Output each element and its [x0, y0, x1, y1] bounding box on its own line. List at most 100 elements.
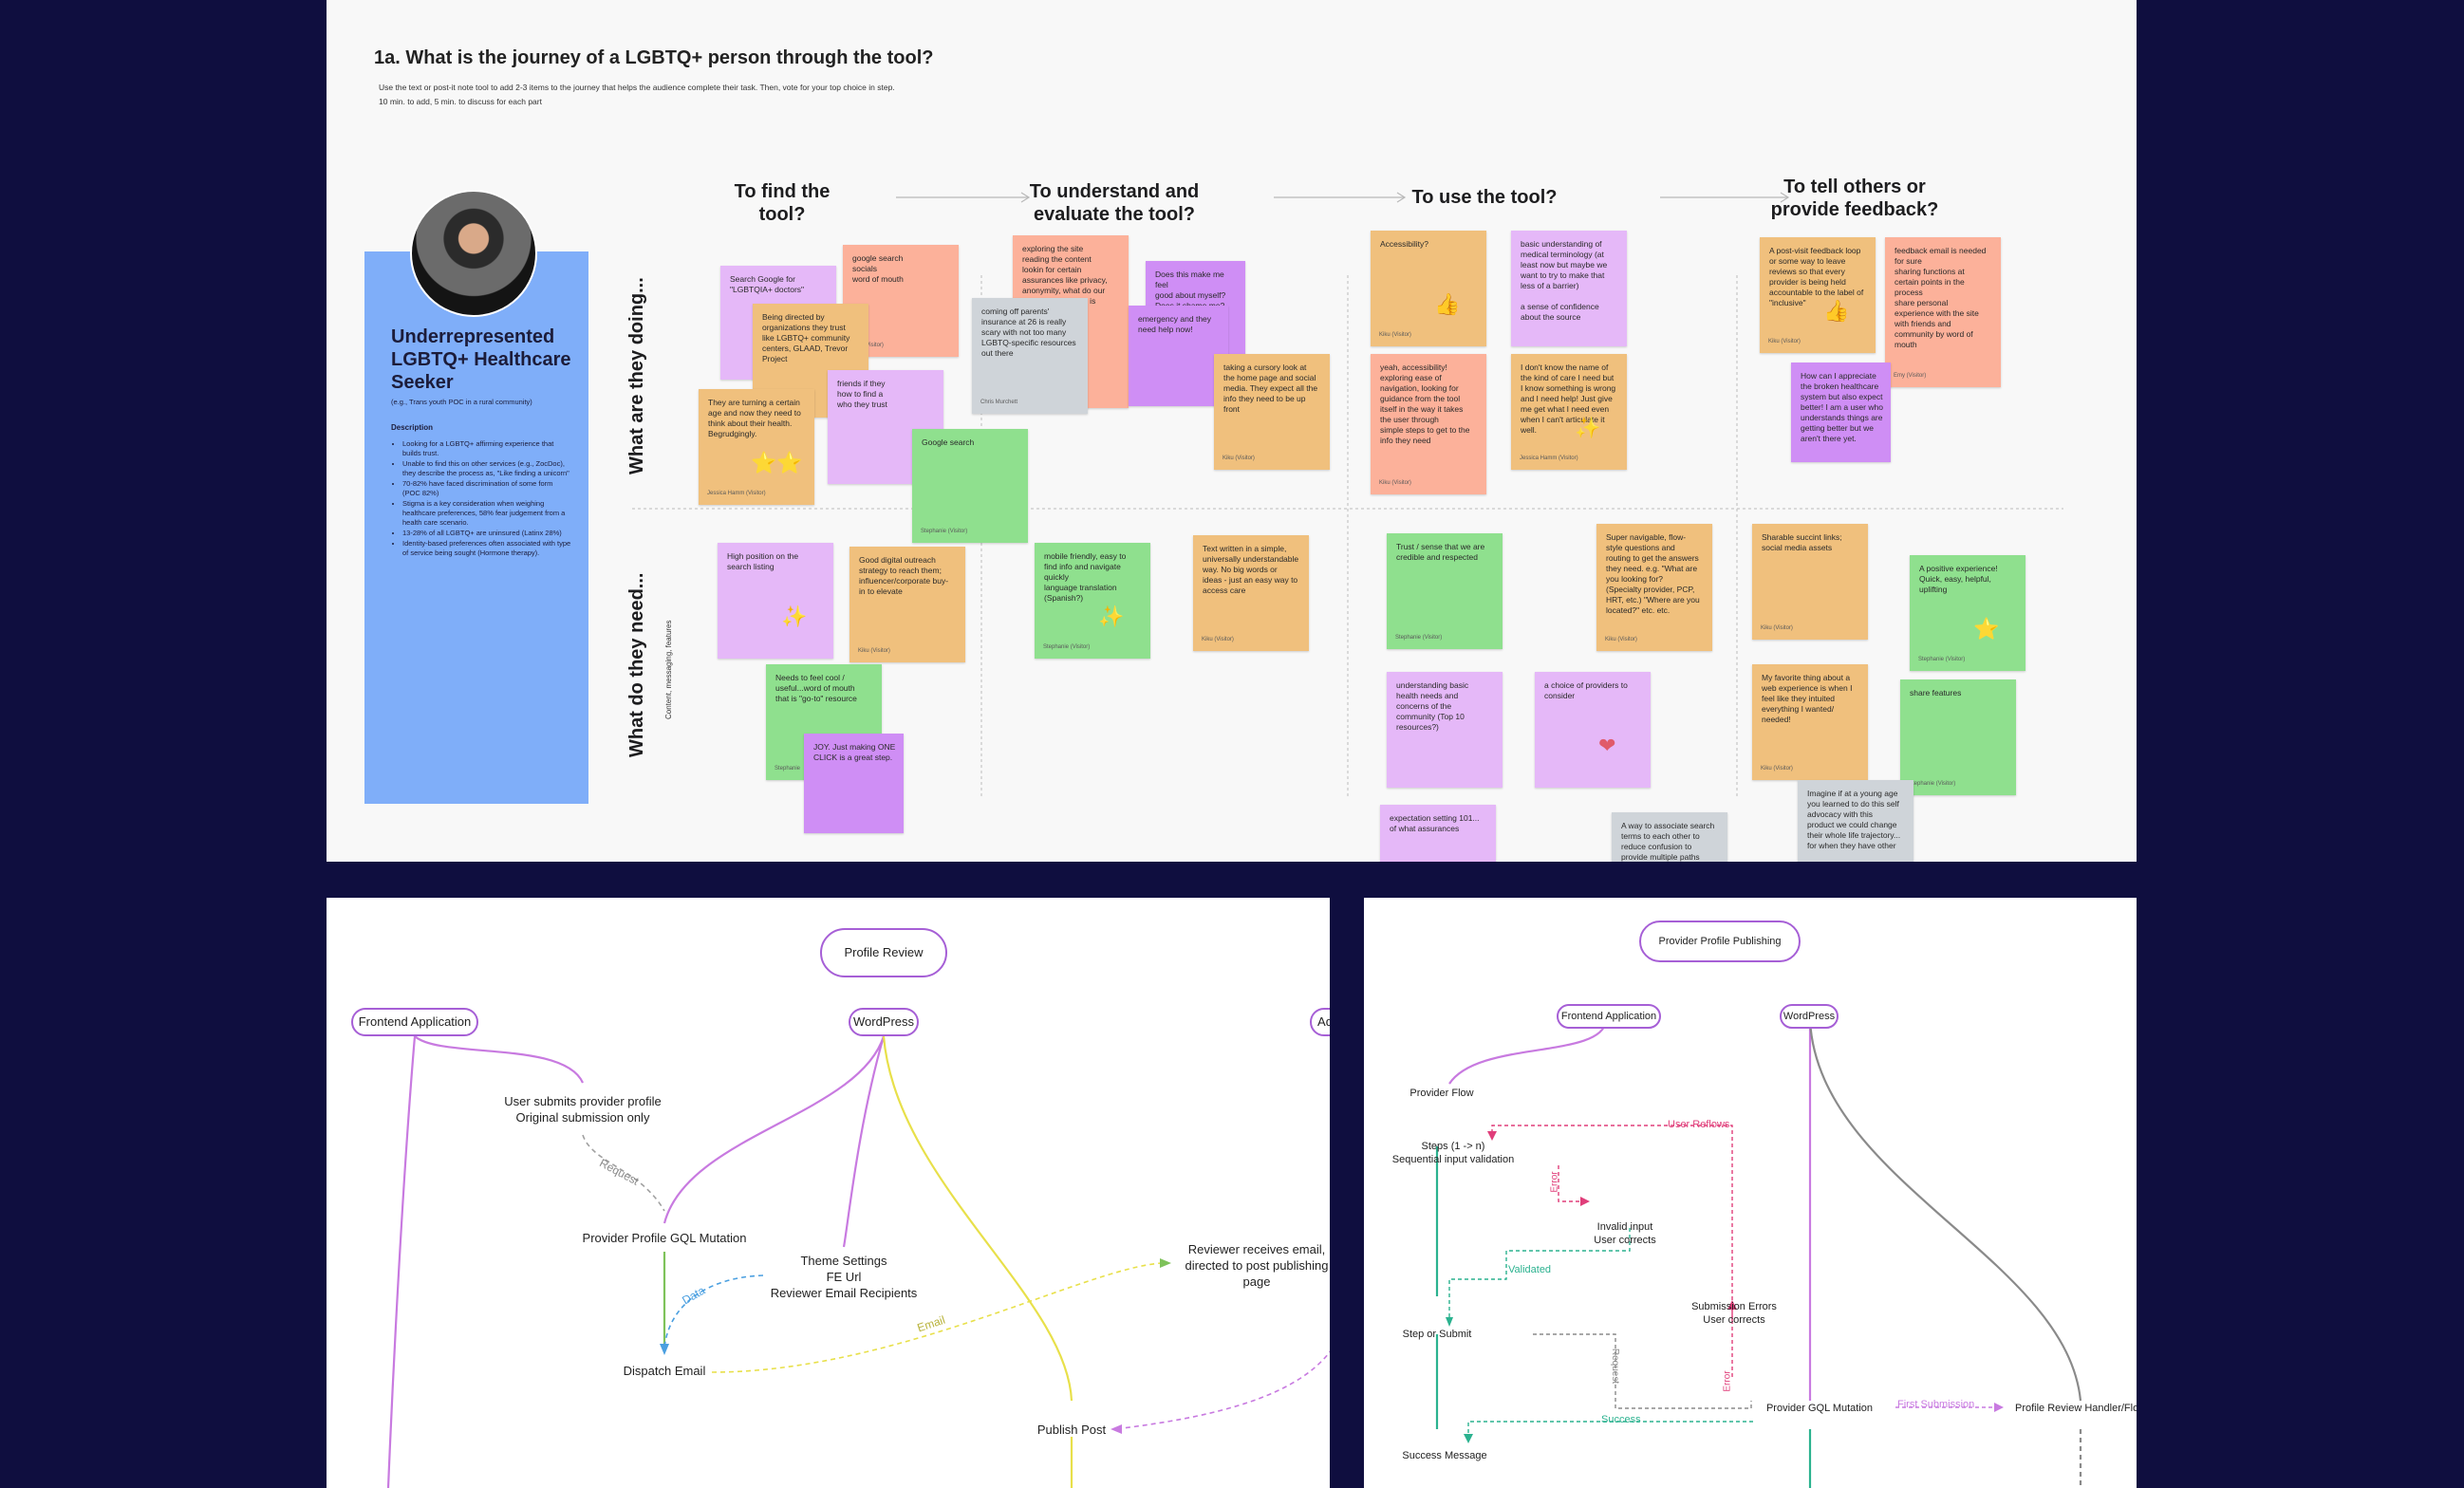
sticky-note-text: Imagine if at a young age you learned to…: [1807, 789, 1901, 850]
sticky-note-text: Sharable succint links; social media ass…: [1762, 532, 1842, 552]
node-submission-errors: Submission Errors User corrects: [1691, 1301, 1777, 1326]
edge-label-error-2: Error: [1722, 1370, 1733, 1392]
persona-bullet: Unable to find this on other services (e…: [402, 459, 571, 478]
sticky-note[interactable]: They are turning a certain age and now t…: [699, 389, 814, 505]
heart-sticker-icon: ❤: [1598, 734, 1616, 757]
sticky-note-author: Stephanie (Visitor): [1918, 657, 1966, 662]
sticky-note-text: JOY. Just making ONE CLICK is a great st…: [813, 742, 896, 762]
sticky-note[interactable]: High position on the search listing ✨: [718, 543, 833, 659]
node-reviewer-receives: Reviewer receives email, directed to pos…: [1185, 1242, 1329, 1289]
node-publish-post: Publish Post: [1036, 1423, 1107, 1437]
node-success-message: Success Message: [1402, 1450, 1487, 1461]
sticky-note-author: Kiku (Visitor): [1761, 766, 1793, 772]
row-label-need: What do they need...: [626, 572, 647, 757]
sticky-note[interactable]: JOY. Just making ONE CLICK is a great st…: [804, 734, 904, 833]
sticky-note-text: A way to associate search terms to each …: [1621, 821, 1715, 862]
sticky-note[interactable]: understanding basic health needs and con…: [1387, 672, 1503, 788]
edge-label-request: Request: [1610, 1348, 1621, 1385]
edge-label-first-submission: First Submission: [1897, 1399, 1975, 1410]
sticky-note[interactable]: How can I appreciate the broken healthca…: [1791, 363, 1891, 462]
sticky-note[interactable]: A positive experience! Quick, easy, help…: [1910, 555, 2025, 671]
sticky-note[interactable]: expectation setting 101... of what assur…: [1380, 805, 1496, 862]
sticky-note-author: Kiku (Visitor): [858, 648, 890, 654]
node-theme-settings: Theme Settings FE Url Reviewer Email Rec…: [770, 1254, 918, 1300]
sticky-note[interactable]: Trust / sense that we are credible and r…: [1387, 533, 1503, 649]
diagram-title-pill[interactable]: Provider Profile Publishing: [1639, 921, 1801, 962]
sticky-note-author: Kiku (Visitor): [1379, 332, 1411, 338]
sticky-note[interactable]: My favorite thing about a web experience…: [1752, 664, 1868, 780]
lane-frontend-application[interactable]: Frontend Application: [1557, 1004, 1661, 1029]
persona-bullet: Stigma is a key consideration when weigh…: [402, 499, 571, 528]
persona-bullets: Looking for a LGBTQ+ affirming experienc…: [391, 439, 571, 558]
sticky-note[interactable]: basic understanding of medical terminolo…: [1511, 231, 1627, 346]
persona-bullet: Identity-based preferences often associa…: [402, 539, 571, 558]
sticky-note[interactable]: yeah, accessibility! exploring ease of n…: [1371, 354, 1486, 494]
sticky-note-text: feedback email is needed for sure sharin…: [1895, 246, 1987, 349]
lane-wordpress[interactable]: WordPress: [849, 1008, 919, 1036]
sticky-note-text: Google search: [922, 437, 975, 447]
edge-label-validated: Validated: [1508, 1264, 1552, 1275]
sticky-note-author: Jessica Hamm (Visitor): [707, 491, 766, 496]
sticky-note[interactable]: a choice of providers to consider❤: [1535, 672, 1651, 788]
thumb-sticker-icon: 👍: [1434, 292, 1461, 316]
sticky-note[interactable]: A post-visit feedback loop or some way t…: [1760, 237, 1876, 353]
sticky-note[interactable]: Imagine if at a young age you learned to…: [1798, 780, 1913, 862]
profile-review-edges: [386, 1035, 1330, 1488]
sticky-note[interactable]: A way to associate search terms to each …: [1612, 812, 1727, 862]
sticky-note-text: High position on the search listing: [727, 551, 799, 571]
persona-bullet: Looking for a LGBTQ+ affirming experienc…: [402, 439, 571, 458]
sticky-note[interactable]: Sharable succint links; social media ass…: [1752, 524, 1868, 640]
sticky-note-text: expectation setting 101... of what assur…: [1390, 813, 1480, 833]
plus-sticker-icon: ✨: [1098, 604, 1125, 628]
edge-label-user-reflows: User Reflows: [1668, 1119, 1730, 1130]
sticky-note-author: Kiku (Visitor): [1379, 480, 1411, 486]
sticky-note[interactable]: mobile friendly, easy to find info and n…: [1035, 543, 1150, 659]
provider-publishing-diagram: Provider Profile Publishing Frontend App…: [1364, 898, 2137, 1488]
stars-sticker-icon: ⭐⭐: [751, 451, 803, 474]
lane-admin-user[interactable]: Admin User: [1310, 1008, 1330, 1036]
sticky-note-text: Accessibility?: [1380, 239, 1429, 249]
persona-subtitle: (e.g., Trans youth POC in a rural commun…: [391, 398, 532, 406]
sticky-note[interactable]: Super navigable, flow- style questions a…: [1596, 524, 1712, 651]
sticky-note-text: coming off parents' insurance at 26 is r…: [981, 307, 1076, 358]
edge-label-success: Success: [1601, 1414, 1641, 1425]
sticky-note[interactable]: Good digital outreach strategy to reach …: [849, 547, 965, 662]
node-step-or-submit: Step or Submit: [1402, 1329, 1472, 1340]
sticky-note-author: Kiku (Visitor): [1605, 637, 1637, 642]
column-header-understand: To understand and evaluate the tool?: [1029, 181, 1200, 225]
sticky-note-text: How can I appreciate the broken healthca…: [1801, 371, 1883, 443]
plus-sticker-icon: ✨: [781, 604, 808, 628]
lane-wordpress[interactable]: WordPress: [1780, 1004, 1839, 1029]
sticky-note-text: emergency and they need help now!: [1138, 314, 1212, 334]
column-header-use: To use the tool?: [1411, 187, 1558, 208]
sticky-note[interactable]: feedback email is needed for sure sharin…: [1885, 237, 2001, 387]
sticky-note-author: Chris Murchett: [980, 400, 1018, 405]
sticky-note[interactable]: Accessibility? Kiku (Visitor) 👍: [1371, 231, 1486, 346]
column-header-tell: To tell others or provide feedback?: [1770, 177, 1939, 220]
sticky-note[interactable]: taking a cursory look at the home page a…: [1214, 354, 1330, 470]
sticky-note[interactable]: Text written in a simple, universally un…: [1193, 535, 1309, 651]
node-steps: Steps (1 -> n) Sequential input validati…: [1391, 1141, 1515, 1165]
sticky-note-author: Jessica Hamm (Visitor): [1520, 456, 1578, 461]
sticky-note[interactable]: I don't know the name of the kind of car…: [1511, 354, 1627, 470]
lane-frontend-application[interactable]: Frontend Application: [351, 1008, 478, 1036]
sticky-note-text: Search Google for "LGBTQIA+ doctors": [730, 274, 805, 294]
node-gql-mutation: Provider Profile GQL Mutation: [582, 1231, 747, 1245]
sticky-note-author: Kiku (Visitor): [1761, 625, 1793, 631]
sticky-note[interactable]: emergency and they need help now!: [1129, 306, 1228, 406]
board-instructions: Use the text or post-it note tool to add…: [379, 81, 895, 109]
thumb-sticker-icon: 👍: [1823, 299, 1850, 323]
sticky-note-text: share features: [1910, 688, 1962, 698]
sticky-note-text: Being directed by organizations they tru…: [762, 312, 850, 363]
publishing-edges: [1435, 1020, 2082, 1488]
node-provider-flow: Provider Flow: [1409, 1088, 1474, 1099]
sticky-note-text: Needs to feel cool / useful...word of mo…: [775, 673, 857, 703]
persona-card[interactable]: Underrepresented LGBTQ+ Healthcare Seeke…: [364, 251, 588, 804]
sticky-note-text: My favorite thing about a web experience…: [1762, 673, 1853, 724]
edge-label-error: Error: [1549, 1171, 1560, 1193]
instruction-line: Use the text or post-it note tool to add…: [379, 83, 895, 92]
diagram-title-pill[interactable]: Profile Review: [820, 928, 947, 977]
sticky-note[interactable]: coming off parents' insurance at 26 is r…: [972, 298, 1088, 414]
